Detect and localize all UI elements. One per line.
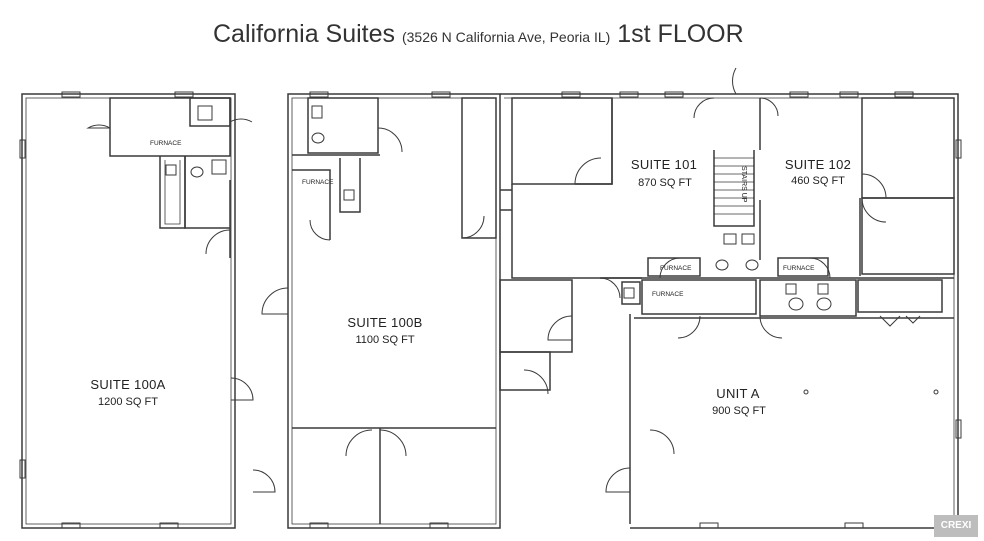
floor-label: 1st FLOOR (617, 20, 744, 48)
furnace-label: FURNACE (660, 265, 692, 272)
suite-101-area: 870 SQ FT (638, 177, 692, 189)
suite-100b-wall (287, 93, 501, 529)
building-name: California Suites (213, 20, 396, 48)
suite-102-label: SUITE 102 (785, 157, 851, 172)
page-title: California Suites (3526 N California Ave… (213, 20, 744, 49)
suite-100a-wall (21, 93, 236, 529)
building-address: (3526 N California Ave, Peoria IL) (401, 29, 611, 45)
suite-101-label: SUITE 101 (631, 157, 697, 172)
furnace-label: FURNACE (302, 179, 334, 186)
unit-a-label: UNIT A (716, 386, 759, 401)
watermark-badge: CREXI (934, 515, 978, 537)
stairs-label: STAIRS UP (740, 166, 747, 203)
suite-102-area: 460 SQ FT (791, 175, 845, 187)
suite-100a-label: SUITE 100A (90, 377, 165, 392)
furnace-label: FURNACE (783, 265, 815, 272)
suite-100a-area: 1200 SQ FT (98, 396, 158, 408)
suite-100b-label: SUITE 100B (347, 315, 422, 330)
furnace-label: FURNACE (150, 140, 182, 147)
furnace-label: FURNACE (652, 291, 684, 298)
suite-100b-area: 1100 SQ FT (355, 334, 414, 346)
unit-a-area: 900 SQ FT (712, 405, 766, 417)
